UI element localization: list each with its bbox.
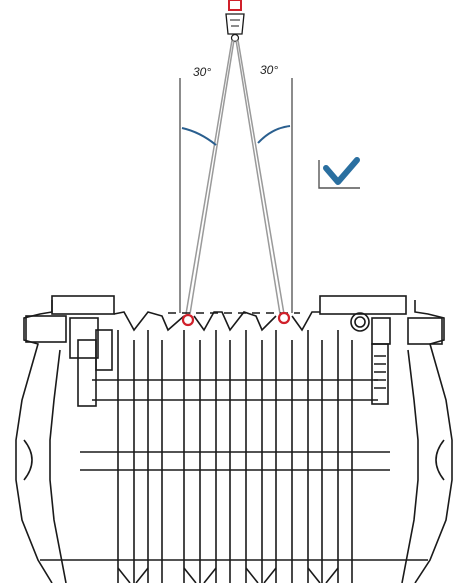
crane-hook-icon [225, 0, 245, 43]
tank-body [15, 295, 453, 583]
check-mark-icon [318, 157, 360, 189]
angle-arcs [181, 125, 291, 146]
left-angle-label: 30° [193, 65, 212, 79]
right-angle-label: 30° [260, 63, 279, 77]
left-shackle-icon [181, 313, 195, 327]
right-shackle-icon [277, 311, 291, 325]
vertical-reference-lines [179, 78, 293, 313]
lifting-slings [185, 39, 285, 315]
